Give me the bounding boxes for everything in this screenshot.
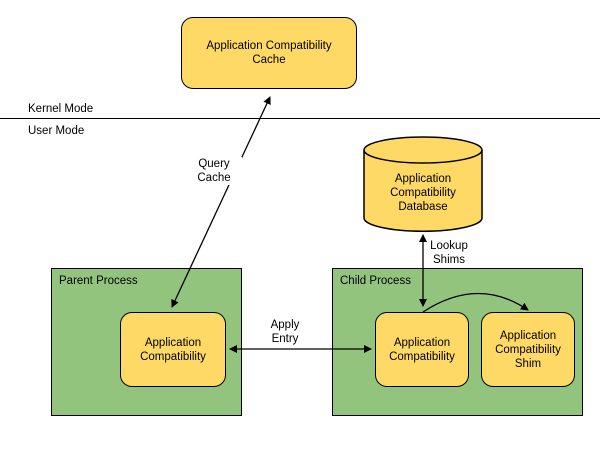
child-app-compat-node: Application Compatibility (375, 312, 469, 387)
app-compat-cache-label: Application Compatibility Cache (206, 40, 332, 66)
app-compat-shim-label: Application Compatibility Shim (495, 329, 561, 370)
apply-entry-label: Apply Entry (270, 319, 300, 345)
app-compat-shim-node: Application Compatibility Shim (481, 312, 575, 387)
parent-app-compat-node: Application Compatibility (120, 312, 226, 387)
user-mode-label: User Mode (28, 125, 85, 137)
lookup-shims-label: Lookup Shims (430, 240, 468, 266)
app-compat-database-label: Application Compatibility Database (390, 173, 456, 213)
query-cache-label: Query Cache (186, 157, 242, 185)
app-compat-cache-node: Application Compatibility Cache (181, 17, 357, 89)
child-process-label: Child Process (340, 275, 411, 287)
kernel-mode-label: Kernel Mode (28, 103, 94, 115)
child-app-compat-label: Application Compatibility (389, 336, 455, 363)
parent-process-label: Parent Process (59, 275, 138, 287)
parent-app-compat-label: Application Compatibility (140, 336, 206, 363)
kernel-user-divider (0, 118, 600, 119)
